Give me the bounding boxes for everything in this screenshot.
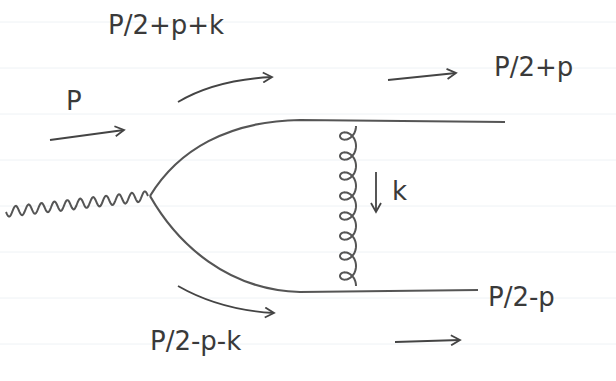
photon-line [6,191,148,216]
momentum-arrow [50,130,124,140]
momentum-arrow [388,73,456,80]
momentum-label: P/2+p+k [108,10,224,40]
momentum-label: k [392,176,407,206]
momentum-label: P/2-p [488,282,555,312]
momentum-label: P/2+p [494,52,573,82]
momentum-label: P/2-p-k [150,326,241,356]
momentum-arrow [178,286,274,313]
fermion-line [150,120,505,196]
fermion-line [150,196,478,292]
momentum-label: P [66,86,82,116]
momentum-arrow [375,172,377,212]
momentum-arrow [395,340,460,342]
gluon-line [340,126,356,286]
momentum-arrow [178,77,272,102]
paper-rules [0,22,616,344]
